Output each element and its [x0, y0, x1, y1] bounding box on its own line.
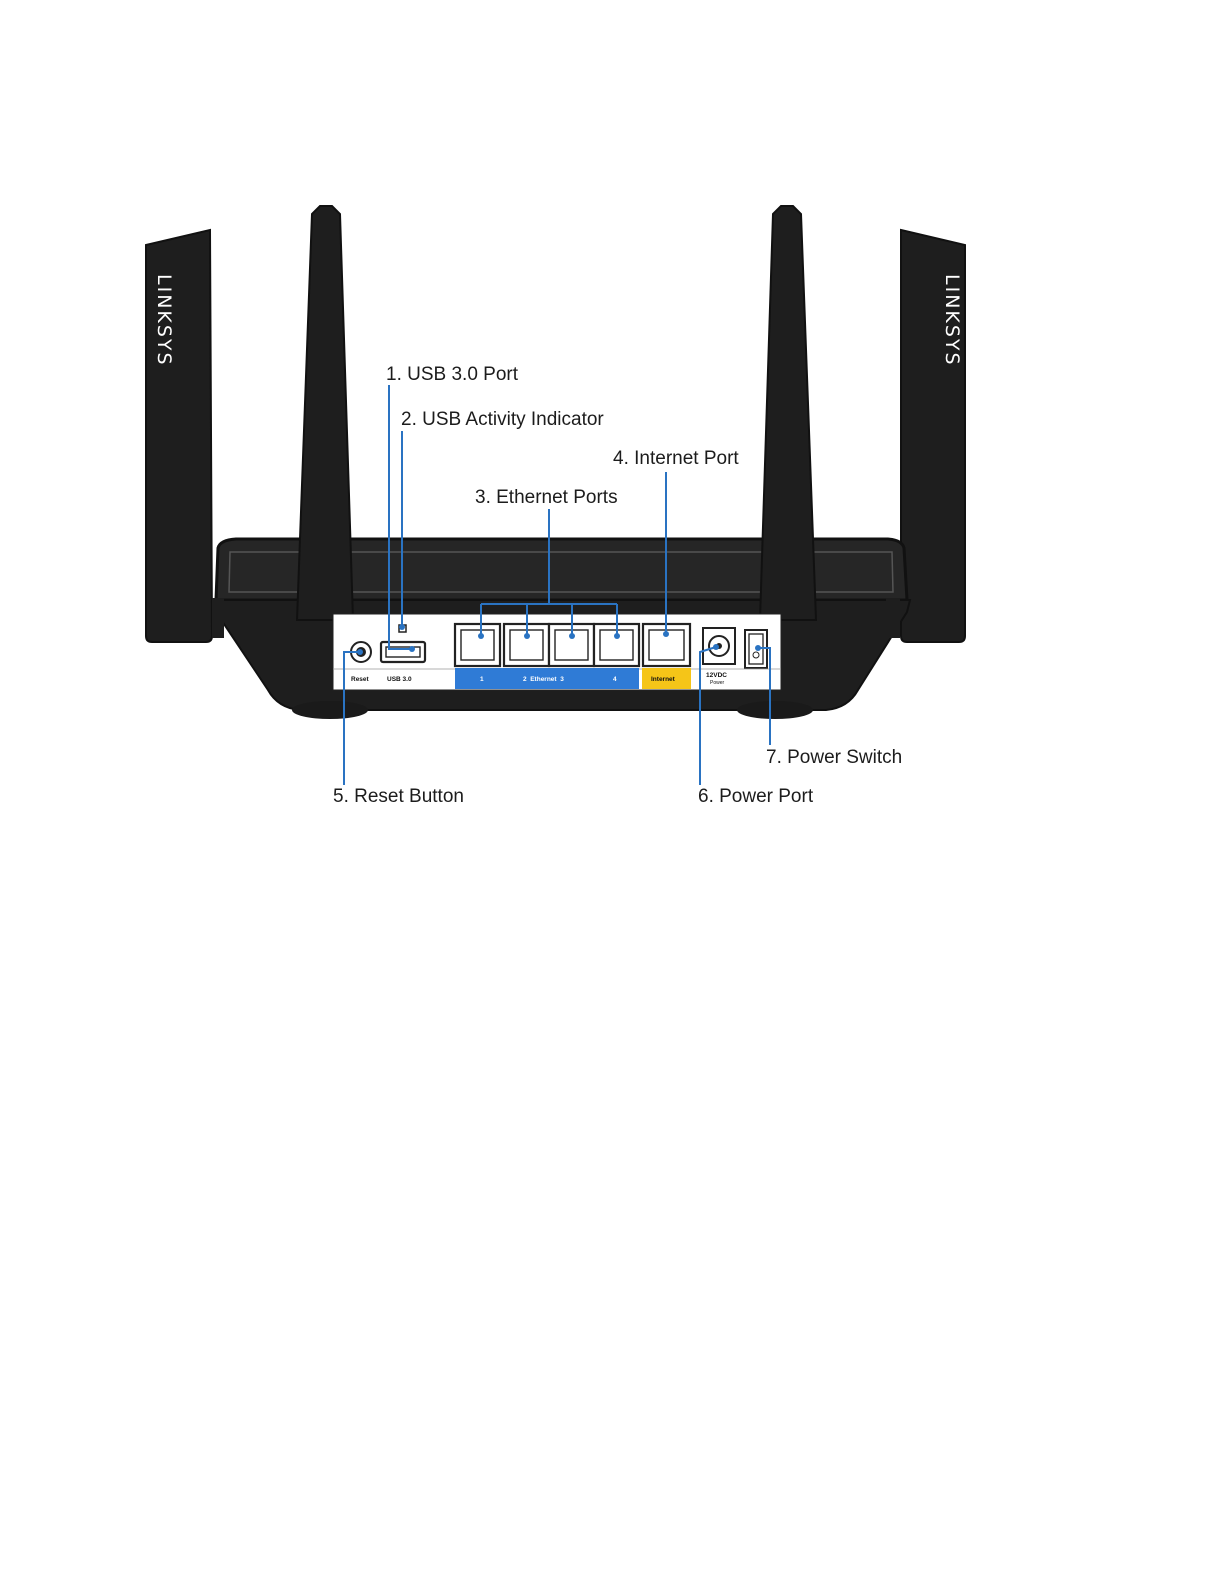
- callout-power-switch: 7. Power Switch: [766, 747, 902, 768]
- antenna-brand-right: LINKSYS: [941, 274, 963, 367]
- left-flat-antenna: LINKSYS: [146, 230, 212, 642]
- dc-label: 12VDC: [706, 672, 727, 679]
- callout-reset-button: 5. Reset Button: [333, 786, 464, 807]
- ethernet-label-2-3: 2 Ethernet 3: [523, 676, 564, 683]
- internet-label: Internet: [651, 676, 676, 683]
- usb-label: USB 3.0: [387, 676, 412, 683]
- usb-port[interactable]: [381, 642, 425, 662]
- antenna-brand-left: LINKSYS: [153, 274, 175, 367]
- callout-ethernet-ports: 3. Ethernet Ports: [475, 487, 618, 508]
- left-standing-antenna: [297, 206, 353, 620]
- right-standing-antenna: [760, 206, 816, 620]
- dc-power-label: Power: [710, 680, 725, 686]
- callout-usb-activity: 2. USB Activity Indicator: [401, 409, 604, 430]
- callout-power-port: 6. Power Port: [698, 786, 814, 807]
- ethernet-label-1: 1: [480, 676, 484, 683]
- ethernet-port-1[interactable]: [455, 624, 500, 666]
- callout-usb-port: 1. USB 3.0 Port: [386, 364, 519, 385]
- reset-label: Reset: [351, 676, 370, 683]
- right-flat-antenna: LINKSYS: [901, 230, 965, 642]
- power-port[interactable]: [703, 628, 735, 664]
- callout-internet-port: 4. Internet Port: [613, 448, 739, 469]
- ethernet-label-4: 4: [613, 676, 617, 683]
